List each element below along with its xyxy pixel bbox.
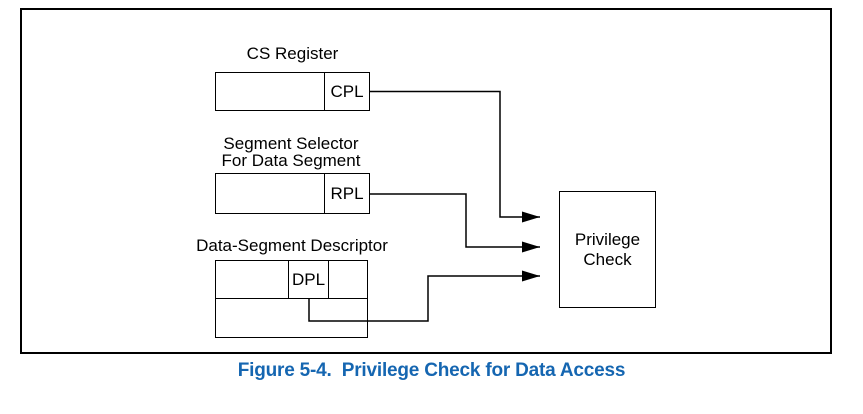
segment-selector-title-line2: For Data Segment [221, 151, 361, 170]
data-segment-descriptor-row2 [215, 297, 368, 338]
privilege-check-label-line1: Privilege [574, 229, 641, 249]
privilege-check-box: Privilege Check [559, 191, 656, 308]
segment-selector-rpl-cell: RPL [324, 174, 369, 213]
descriptor-left-cell [216, 261, 288, 298]
figure-border-frame [20, 8, 832, 354]
cs-register-title: CS Register [246, 44, 339, 63]
rpl-field-label: RPL [330, 183, 364, 203]
descriptor-right-cell [329, 261, 367, 298]
segment-selector-box: RPL [215, 173, 370, 214]
cpl-field-label: CPL [330, 81, 364, 101]
segment-selector-main-cell [216, 174, 324, 213]
privilege-check-label-line2: Check [583, 249, 632, 269]
cs-register-main-cell [216, 73, 324, 110]
figure-caption: Figure 5-4. Privilege Check for Data Acc… [237, 360, 626, 381]
data-segment-descriptor-row1: DPL [215, 260, 368, 299]
cs-register-box: CPL [215, 72, 370, 111]
dpl-field-label: DPL [291, 269, 326, 289]
descriptor-dpl-cell: DPL [288, 261, 329, 298]
segment-selector-title: Segment Selector For Data Segment [212, 135, 370, 169]
cs-register-cpl-cell: CPL [324, 73, 369, 110]
data-segment-descriptor-title: Data-Segment Descriptor [196, 236, 388, 255]
segment-selector-title-line1: Segment Selector [223, 134, 359, 153]
